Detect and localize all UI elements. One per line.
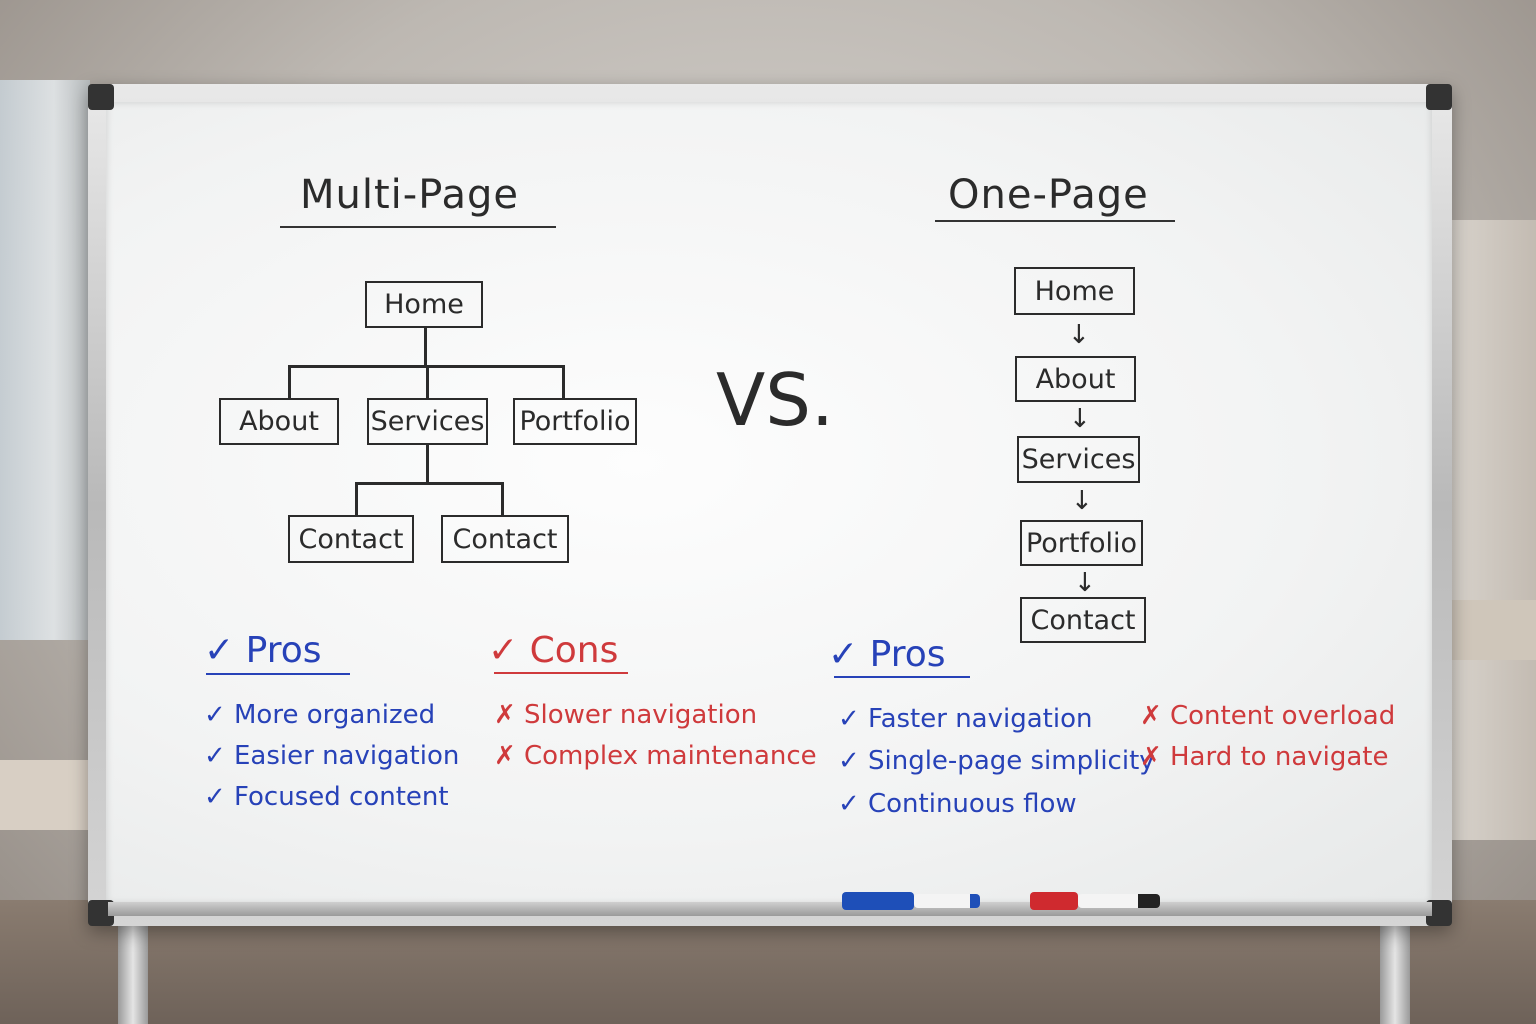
blue-marker[interactable] [842, 892, 914, 910]
versus-label: VS. [716, 358, 834, 442]
red-marker-body [1078, 894, 1160, 908]
whiteboard-stand-leg-right [1380, 918, 1410, 1024]
tree-connector [426, 365, 429, 399]
tree-connector [426, 445, 429, 483]
one-home-box: Home [1014, 267, 1135, 315]
background-office [1450, 220, 1536, 840]
list-item: ✗Hard to navigate [1140, 742, 1389, 772]
cross-icon: ✗ [1140, 742, 1162, 772]
one-pros-header: ✓ Pros [828, 634, 946, 675]
check-icon: ✓ [838, 746, 860, 776]
multi-about-box: About [219, 398, 339, 445]
multi-page-title: Multi-Page [300, 172, 520, 218]
check-icon: ✓ [204, 700, 226, 730]
check-icon: ✓ [828, 634, 859, 675]
pros-underline [206, 673, 350, 675]
arrow-down-icon: ↓ [1068, 320, 1090, 350]
tree-connector [424, 328, 427, 366]
multi-portfolio-box: Portfolio [513, 398, 637, 445]
tree-connector [355, 482, 503, 485]
background-window [0, 80, 90, 640]
list-item: ✓Single-page simplicity [838, 746, 1155, 776]
one-about-box: About [1015, 356, 1136, 402]
background-desk-left [0, 760, 95, 830]
tree-connector [501, 482, 504, 516]
pros-underline [834, 676, 970, 678]
list-item: ✓Faster navigation [838, 704, 1093, 734]
list-item: ✓Easier navigation [204, 741, 460, 771]
multi-contact-box: Contact [441, 515, 569, 563]
blue-marker-body [914, 894, 980, 908]
one-portfolio-box: Portfolio [1020, 520, 1143, 566]
check-icon: ✓ [204, 630, 235, 671]
check-icon: ✓ [838, 789, 860, 819]
check-icon: ✓ [838, 704, 860, 734]
frame-corner [88, 84, 114, 110]
multi-contact-box: Contact [288, 515, 414, 563]
check-icon: ✓ [488, 630, 519, 671]
background-desk-right [1452, 600, 1536, 660]
list-item: ✗Complex maintenance [494, 741, 817, 771]
multi-page-title-underline [280, 226, 556, 228]
marker-tray [108, 902, 1432, 916]
one-page-title: One-Page [948, 172, 1149, 218]
arrow-down-icon: ↓ [1071, 486, 1093, 516]
cross-icon: ✗ [494, 700, 516, 730]
multi-cons-header: ✓ Cons [488, 630, 619, 671]
multi-home-box: Home [365, 281, 483, 328]
one-contact-box: Contact [1020, 597, 1146, 643]
list-item: ✗Slower navigation [494, 700, 758, 730]
list-item: ✓Continuous flow [838, 789, 1077, 819]
arrow-down-icon: ↓ [1074, 568, 1096, 598]
cross-icon: ✗ [1140, 701, 1162, 731]
red-marker[interactable] [1030, 892, 1078, 910]
check-icon: ✓ [204, 782, 226, 812]
cross-icon: ✗ [494, 741, 516, 771]
tree-connector [288, 365, 291, 399]
multi-pros-header: ✓ Pros [204, 630, 322, 671]
multi-services-box: Services [367, 398, 488, 445]
cons-underline [494, 672, 628, 674]
tree-connector [562, 365, 565, 399]
list-item: ✗Content overload [1140, 701, 1396, 731]
whiteboard-stand-leg-left [118, 918, 148, 1024]
frame-corner [1426, 84, 1452, 110]
whiteboard [88, 84, 1452, 926]
one-page-title-underline [935, 220, 1175, 222]
check-icon: ✓ [204, 741, 226, 771]
tree-connector [355, 482, 358, 516]
list-item: ✓More organized [204, 700, 436, 730]
whiteboard-surface [106, 102, 1432, 904]
list-item: ✓Focused content [204, 782, 449, 812]
arrow-down-icon: ↓ [1069, 404, 1091, 434]
one-services-box: Services [1017, 436, 1140, 483]
